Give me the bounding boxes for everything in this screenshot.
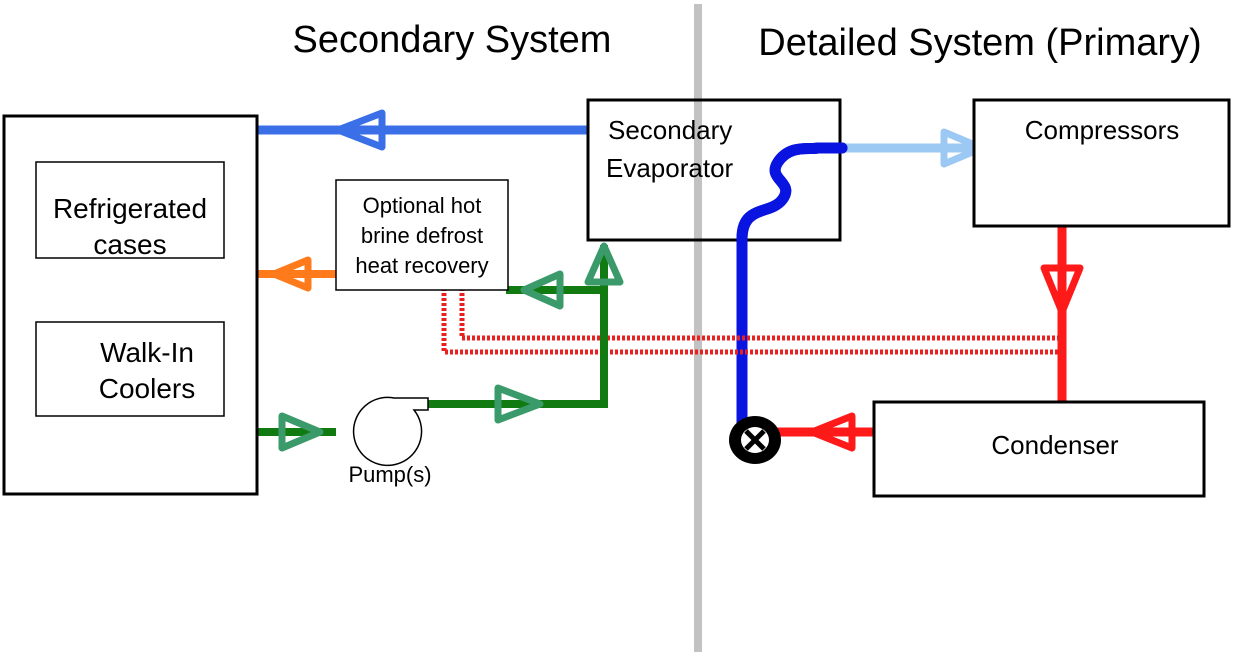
defrost-branch-arrow <box>520 270 564 310</box>
brine-return-line <box>428 245 608 408</box>
hot-brine-label-3: heat recovery <box>355 253 488 278</box>
liquid-arrow <box>808 412 856 452</box>
brine-supply-arrow <box>334 109 386 151</box>
condenser-box <box>872 400 1206 498</box>
compressors-box <box>972 98 1231 228</box>
pump-icon <box>352 396 429 467</box>
refrigerated-cases-label-2: cases <box>93 229 166 260</box>
refrigerated-cases-label-1: Refrigerated <box>53 193 207 224</box>
hot-brine-label-2: brine defrost <box>361 223 483 248</box>
secondary-system-title: Secondary System <box>293 19 612 61</box>
cases-to-pump-arrow <box>278 412 324 452</box>
hot-brine-defrost-box <box>335 179 509 291</box>
walk-in-coolers-box <box>35 321 225 417</box>
secondary-evaporator-label-1: Secondary <box>608 115 732 145</box>
walk-in-coolers-label-1: Walk-In <box>100 337 194 368</box>
secondary-evaporator-label-2: Evaporator <box>606 153 734 183</box>
suction-arrow <box>940 128 986 168</box>
heat-recovery-line-outer <box>441 288 1062 355</box>
hot-brine-label-1: Optional hot <box>363 193 482 218</box>
defrost-return-arrow <box>270 256 312 292</box>
brine-return-arrow <box>494 384 544 424</box>
expansion-valve-icon <box>729 416 781 464</box>
condenser-label: Condenser <box>991 430 1119 460</box>
refrigerated-cases-box <box>35 161 225 259</box>
primary-system-title: Detailed System (Primary) <box>758 22 1201 64</box>
hot-gas-arrow <box>1040 264 1084 316</box>
heat-recovery-line-inner <box>459 288 1062 341</box>
pump-label: Pump(s) <box>348 462 431 487</box>
walk-in-coolers-label-2: Coolers <box>99 373 195 404</box>
evaporator-coil <box>736 142 848 246</box>
refrigerant-coil-line <box>736 142 848 431</box>
compressors-label: Compressors <box>1025 115 1180 145</box>
secondary-evaporator-box <box>586 98 842 242</box>
brine-up-arrow <box>584 242 624 286</box>
